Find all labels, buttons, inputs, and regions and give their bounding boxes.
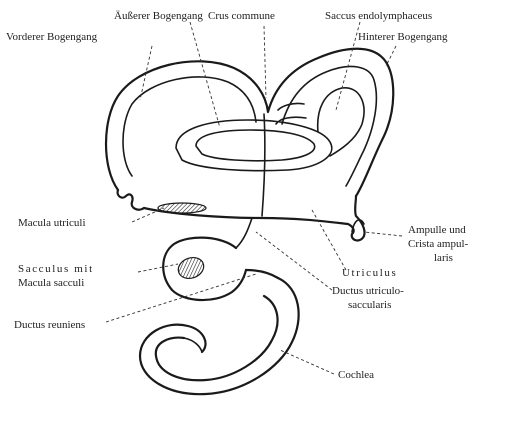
label-cochlea: Cochlea: [338, 369, 374, 381]
leader-lines: [106, 22, 402, 374]
label-ampulle-line2: Crista ampul-: [408, 238, 469, 250]
label-saccus-endolymphaceus: Saccus endolymphaceus: [325, 10, 432, 22]
label-sacculus-line2: Macula sacculi: [18, 277, 84, 289]
label-ductus-utriculo-line1: Ductus utriculo-: [332, 285, 404, 297]
membranous-labyrinth: [106, 49, 393, 394]
ductus-reuniens: [246, 270, 278, 278]
label-sacculus-line1: Sacculus mit: [18, 263, 94, 275]
macula-utriculi-shape: [158, 203, 206, 213]
vorderer-bogengang-inner: [123, 77, 256, 176]
label-macula-utriculi: Macula utriculi: [18, 217, 86, 229]
label-ductus-utriculo-line2: saccularis: [348, 299, 391, 311]
macula-sacculi-shape: [175, 254, 206, 282]
aeusserer-bogengang-inner-ring: [196, 130, 315, 161]
cochlea-tip: [184, 338, 202, 352]
hinterer-bogengang-inner: [282, 66, 376, 186]
labels: Äußerer Bogengang Crus commune Saccus en…: [6, 10, 469, 381]
label-utriculus: Utriculus: [342, 267, 397, 279]
label-ampulle-line3: laris: [434, 252, 453, 264]
label-aeusserer-bogengang: Äußerer Bogengang: [114, 10, 203, 22]
ampulla-left-edge: [118, 190, 144, 210]
label-hinterer-bogengang: Hinterer Bogengang: [358, 31, 448, 43]
aeusserer-bogengang: [176, 120, 332, 171]
saccus-endolymphaceus: [318, 88, 364, 156]
cochlea-inner: [156, 296, 278, 380]
label-crus-commune: Crus commune: [208, 10, 275, 22]
label-ampulle-line1: Ampulle und: [408, 224, 466, 236]
label-vorderer-bogengang: Vorderer Bogengang: [6, 31, 98, 43]
ductus-utriculo-saccularis: [236, 218, 252, 248]
label-ductus-reuniens: Ductus reuniens: [14, 319, 85, 331]
crus-commune: [262, 114, 265, 216]
ductus-endolymphaticus: [276, 103, 306, 124]
sacculus-body: [163, 238, 246, 300]
vorderer-bogengang-outer: [106, 49, 393, 196]
